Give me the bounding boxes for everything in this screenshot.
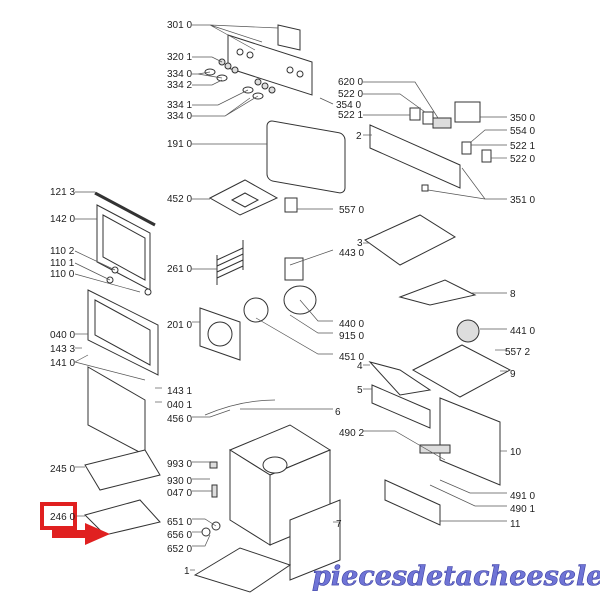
- part-label: 651 0: [167, 517, 192, 528]
- part-label: 456 0: [167, 414, 192, 425]
- control-panel: [204, 24, 313, 100]
- part-label: 557 0: [339, 205, 364, 216]
- part-label: 3: [357, 238, 363, 249]
- part-label: 11: [510, 519, 521, 530]
- part-label: 334 0: [167, 69, 192, 80]
- part-label: 452 0: [167, 194, 192, 205]
- bottom-plate: [193, 547, 292, 593]
- part-label: 522 0: [510, 154, 535, 165]
- front-frame: [439, 397, 501, 486]
- part-label: 522 1: [510, 141, 535, 152]
- part-label: 040 0: [50, 330, 75, 341]
- small-part: [209, 461, 218, 469]
- part-label: 261 0: [167, 264, 192, 275]
- part-label: 620 0: [338, 77, 363, 88]
- part-label: 7: [336, 519, 342, 530]
- switch-block: [419, 444, 451, 454]
- part-label: 110 2: [50, 246, 75, 257]
- grill-element: [208, 179, 298, 216]
- part-label: 141 0: [50, 358, 75, 369]
- part-label: 440 0: [339, 319, 364, 330]
- part-label: 1: [184, 566, 190, 577]
- part-label: 8: [510, 289, 516, 300]
- baking-tray: [84, 499, 161, 536]
- part-label: 490 1: [510, 504, 535, 515]
- part-label: 993 0: [167, 459, 192, 470]
- part-label: 047 0: [167, 488, 192, 499]
- part-label: 143 1: [167, 386, 192, 397]
- part-label: 2: [356, 131, 362, 142]
- part-label: 6: [335, 407, 341, 418]
- part-label: 5: [357, 385, 363, 396]
- watermark: piecesdetacheeselec.com: [312, 561, 600, 592]
- part-label: 110 1: [50, 258, 75, 269]
- oven-cavity: [204, 399, 341, 581]
- part-label: 915 0: [339, 331, 364, 342]
- part-label: 557 2: [505, 347, 530, 358]
- highlighted-part-label: 246 0: [50, 512, 75, 523]
- part-label: 443 0: [339, 248, 364, 259]
- rear-panel-fan: [199, 257, 317, 361]
- rail: [368, 361, 432, 396]
- part-label: 554 0: [510, 126, 535, 137]
- part-label: 245 0: [50, 464, 75, 475]
- leader-lines: [74, 24, 507, 571]
- part-label: 350 0: [510, 113, 535, 124]
- control-board: [384, 479, 441, 526]
- part-label: 10: [510, 447, 522, 458]
- wire-shelf: [84, 449, 161, 491]
- part-label: 334 0: [167, 111, 192, 122]
- shelf-supports: [216, 240, 244, 285]
- part-label: 121 3: [50, 187, 75, 198]
- fan-cover: [398, 279, 477, 306]
- door-seal: [266, 120, 346, 194]
- part-label: 334 2: [167, 80, 192, 91]
- part-label: 201 0: [167, 320, 192, 331]
- part-label: 490 2: [339, 428, 364, 439]
- fan-motor: [456, 319, 480, 343]
- part-label: 522 0: [338, 89, 363, 100]
- top-cover: [364, 214, 457, 266]
- part-label: 354 0: [336, 100, 361, 111]
- part-label: 9: [510, 369, 516, 380]
- part-label: 110 0: [50, 269, 75, 280]
- part-label: 441 0: [510, 326, 535, 337]
- part-label: 191 0: [167, 139, 192, 150]
- part-label: 451 0: [339, 352, 364, 363]
- oven-door: [87, 191, 159, 456]
- control-bracket: [369, 101, 492, 192]
- part-label: 930 0: [167, 476, 192, 487]
- part-label: 143 3: [50, 344, 75, 355]
- part-label: 351 0: [510, 195, 535, 206]
- highlight-box: [40, 502, 77, 530]
- part-label: 656 0: [167, 530, 192, 541]
- part-label: 040 1: [167, 400, 192, 411]
- part-label: 142 0: [50, 214, 75, 225]
- part-label: 491 0: [510, 491, 535, 502]
- part-labels: 301 0 320 1 334 0 334 2 334 1 334 0 191 …: [50, 20, 535, 577]
- part-label: 4: [357, 361, 363, 372]
- part-label: 334 1: [167, 100, 192, 111]
- part-label: 301 0: [167, 20, 192, 31]
- highlight-arrow: [52, 523, 110, 545]
- part-label: 652 0: [167, 544, 192, 555]
- top-plate: [411, 344, 512, 398]
- lamp: [201, 527, 211, 537]
- part-label: 522 1: [338, 110, 363, 121]
- small-part: [211, 484, 218, 498]
- bracket: [371, 384, 431, 429]
- part-label: 320 1: [167, 52, 192, 63]
